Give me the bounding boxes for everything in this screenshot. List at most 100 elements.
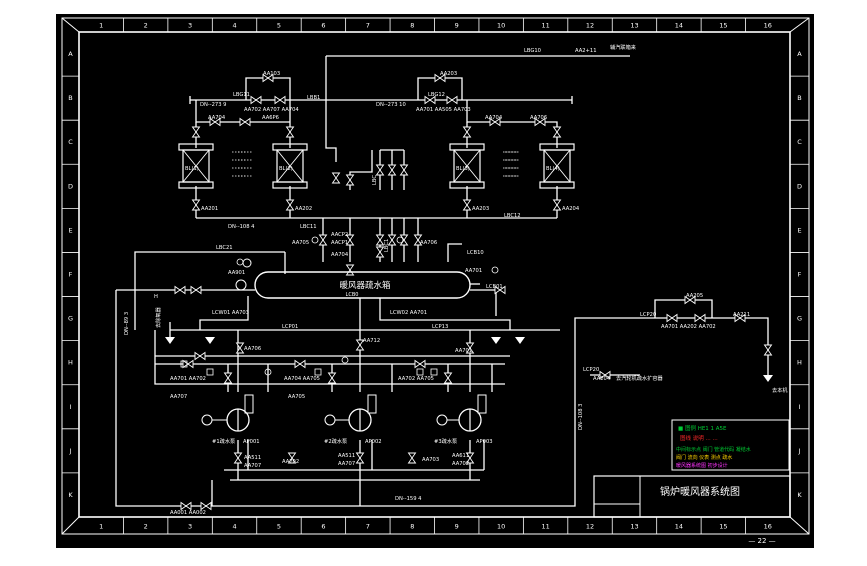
grid-col-label-bottom: 10 — [497, 523, 505, 531]
label-aa901: AA901 — [228, 270, 245, 276]
air-heater-4 — [505, 143, 575, 189]
instrument-icon — [430, 368, 438, 376]
label-dn-bottom: DN--159 4 — [395, 496, 422, 502]
valve-icon — [734, 313, 746, 323]
grid-col-label-bottom: 14 — [675, 523, 683, 531]
valve-icon — [194, 351, 206, 361]
valve-icon — [262, 73, 274, 83]
strainer-1-icon — [244, 394, 254, 414]
vertical-labels: DN--89 3 去除氧器 DN--108 3 LBC LBC1 — [124, 175, 584, 430]
label-aa-left-mid: AA705 — [292, 240, 309, 246]
legend-box: ■ 图例 HE1 1 A5E 图线 说明 ... ... 中间标示点 阀门 管道… — [671, 419, 790, 471]
instrument-icon — [314, 368, 322, 376]
label-aa511-2: AA511 — [338, 453, 355, 459]
label-aa103: AA103 — [263, 71, 280, 77]
legend-line-1: ■ 图例 HE1 1 A5E — [678, 424, 727, 432]
grid-col-label-top: 10 — [497, 22, 505, 30]
valve-icon — [285, 126, 295, 138]
label-lcp20: LCP20 — [640, 312, 656, 318]
gauge-icon — [396, 236, 404, 244]
label-lcw01: LCW01 AA703 — [212, 310, 249, 316]
valve-icon — [375, 234, 385, 246]
label-heater-3: BL(3) — [456, 166, 470, 172]
gauge-icon — [311, 236, 319, 244]
grid-row-label-right: D — [797, 182, 802, 190]
instrument-icon — [416, 368, 424, 376]
valve-icon — [355, 339, 365, 351]
label-aa707-1: AA707 — [244, 463, 261, 469]
label-heater-1: BL(1) — [185, 166, 199, 172]
heater-group — [178, 143, 575, 189]
label-aa712: AA712 — [363, 338, 380, 344]
heater-labels: BL(1) BL(2) BL(3) BL(4) — [185, 166, 560, 172]
label-aa001: AA001 AA002 — [170, 510, 206, 516]
valve-icon — [407, 452, 417, 464]
legend-line-3: 中间标示点 阀门 管道代码 凝结水 — [676, 446, 751, 453]
grid-col-label-bottom: 16 — [764, 523, 772, 531]
label-heater-2: BL(2) — [279, 166, 293, 172]
grid-row-label-left: G — [68, 315, 73, 323]
label-lbc21: LBC21 — [216, 245, 233, 251]
valve-icon — [599, 370, 611, 380]
label-aa-top: AA2+11 — [575, 48, 597, 54]
label-heat-source: 辅汽联箱来 — [610, 43, 637, 51]
label-aa-r1: AA701 AA702 — [170, 376, 206, 382]
label-dn-right: DN--273 10 — [376, 102, 406, 108]
valve-icon — [534, 117, 546, 127]
page-number: — 22 — — [748, 537, 775, 545]
label-aa611-3: AA611 — [452, 453, 469, 459]
label-pump-2: #2疏水泵 — [324, 437, 347, 445]
valve-icon — [552, 126, 562, 138]
label-lbc12: LBC12 — [504, 213, 521, 219]
valve-icon — [434, 73, 446, 83]
grid-col-label-top: 11 — [541, 22, 549, 30]
instrument-icon — [180, 360, 188, 368]
valve-icon — [318, 234, 328, 246]
grid-col-label-top: 6 — [321, 22, 325, 30]
pump-2 — [324, 394, 377, 432]
grid-col-label-bottom: 12 — [586, 523, 594, 531]
label-aa-row-r: AA701 AA202 AA702 — [661, 324, 716, 330]
label-ap001: AP001 — [243, 439, 260, 445]
valve-icon — [274, 95, 286, 105]
title-block: 锅炉暖风器系统图 — [593, 475, 791, 518]
label-aa-gp6: AA6P6 — [262, 115, 279, 121]
valve-icon — [331, 172, 341, 184]
label-v-aa204: AA204 — [562, 206, 580, 212]
strainer-2-icon — [367, 394, 377, 414]
label-lcb01: LCB01 — [486, 284, 503, 290]
grid-col-label-top: 2 — [144, 22, 148, 30]
pump-3 — [436, 394, 487, 432]
label-aa706: AA706 — [530, 115, 547, 121]
valve-icon — [462, 199, 472, 211]
label-aa-r2: AA704 AA705 — [284, 376, 320, 382]
label-dn-vert-r: DN--108 3 — [578, 404, 584, 430]
grid-row-label-right: G — [797, 315, 802, 323]
grid-col-label-bottom: 1 — [99, 523, 103, 531]
label-to-unit: 去本机 — [772, 386, 788, 394]
grid-row-label-right: J — [798, 447, 801, 455]
label-lbl1: LBB1 — [307, 95, 320, 101]
valve-icon — [414, 359, 426, 369]
grid-col-label-top: 3 — [188, 22, 192, 30]
label-aa211: AA211 — [733, 312, 750, 318]
air-heater-3 — [449, 143, 517, 189]
label-heater-4: BL(4) — [546, 166, 560, 172]
corner-tl — [61, 17, 80, 33]
grid-col-label-top: 13 — [630, 22, 638, 30]
label-dn-left: DN--273 9 — [200, 102, 226, 108]
drain-tank-code: LCB0 — [346, 292, 359, 298]
valve-icon — [345, 234, 355, 246]
label-lbc-dot: LBC1 — [384, 239, 390, 252]
grid-row-label-right: I — [799, 403, 801, 411]
label-pump-1: #1疏水泵 — [212, 437, 235, 445]
label-v-aa201: AA201 — [201, 206, 218, 212]
legend-line-5: 暖风器系统图 初步设计 — [676, 462, 728, 469]
grid-row-label-left: K — [68, 491, 73, 499]
legend-line-2: 图线 说明 ... ... — [680, 434, 718, 442]
label-aa-r4: AA705 — [288, 394, 305, 400]
label-aa707: AA707 — [170, 394, 187, 400]
